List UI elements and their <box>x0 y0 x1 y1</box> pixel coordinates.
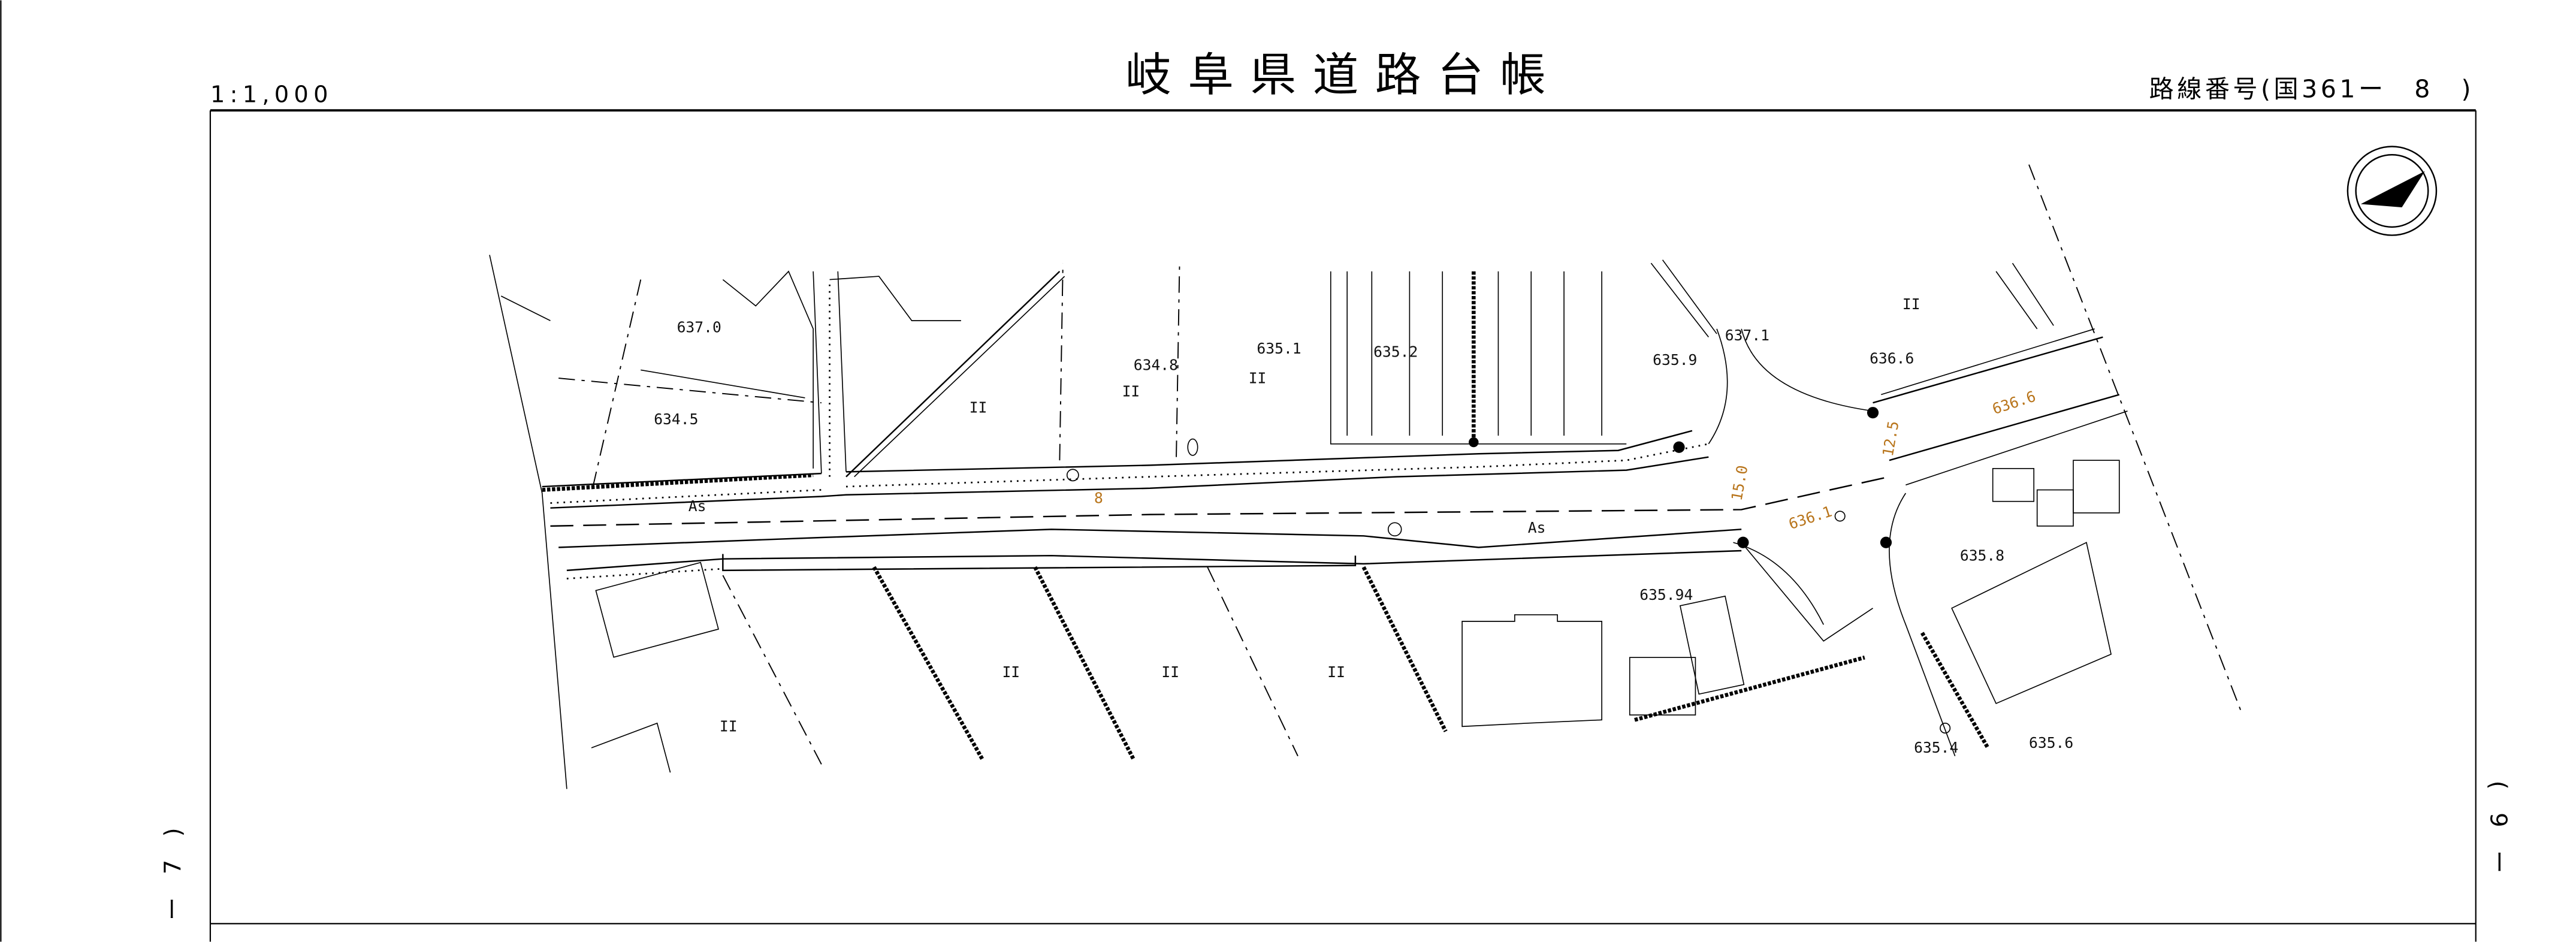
dimension-label: 8 <box>1094 489 1103 506</box>
paddy-symbol: II <box>1161 663 1179 681</box>
elevation-label: 635.4 <box>1914 739 1958 756</box>
elevation-label: 634.8 <box>1134 356 1178 373</box>
dimension-label: 12.5 <box>1879 419 1902 458</box>
elevation-label: 635.94 <box>1639 586 1693 603</box>
elevation-label: 635.6 <box>2029 734 2073 751</box>
elevation-label: 637.1 <box>1725 327 1769 344</box>
paddy-symbol: II <box>1249 369 1267 387</box>
route-number: 路線番号(国361ー 8 ) <box>2149 74 2474 103</box>
adjacent-sheet-right[interactable]: ( 9 ー <box>2484 781 2511 874</box>
north-arrow-icon <box>2347 146 2438 236</box>
pavement-label: As <box>688 497 706 515</box>
elevation-labels: 637.0 634.5 634.8 635.1 635.2 635.9 637.… <box>654 318 2073 756</box>
pavement-label: As <box>1528 519 1546 536</box>
elevation-label: 635.2 <box>1373 343 1418 360</box>
elevation-label: 635.1 <box>1257 340 1301 357</box>
scale-label: 1:1,000 <box>210 81 333 108</box>
elevation-label: 636.6 <box>1870 349 1914 367</box>
paddy-symbol: II <box>1902 295 1920 313</box>
sheet-title: 岐阜県道路台帳 <box>1125 49 1562 102</box>
dimension-label: 15.0 <box>1728 464 1751 502</box>
paddy-symbol: II <box>1122 382 1140 400</box>
elevation-label: 634.5 <box>654 410 698 428</box>
road-annotations: As As 8 15.0 12.5 <box>688 419 1902 536</box>
paddy-symbol: II <box>970 399 987 416</box>
elevation-label: 635.8 <box>1960 547 2004 564</box>
elevation-label: 635.9 <box>1653 351 1697 369</box>
paddy-symbol: II <box>1002 663 1020 681</box>
paddy-symbol: II <box>1327 663 1345 681</box>
adjacent-sheet-left[interactable]: ー 7 ) <box>160 828 187 920</box>
elevation-label: 637.0 <box>677 318 721 336</box>
map-drawing <box>489 164 2243 789</box>
land-use-symbols: II II II II II II II II <box>720 295 1920 735</box>
elevation-label: 636.1 <box>1786 503 1834 533</box>
paddy-symbol: II <box>720 718 738 735</box>
elevation-label: 636.6 <box>1990 388 2038 418</box>
